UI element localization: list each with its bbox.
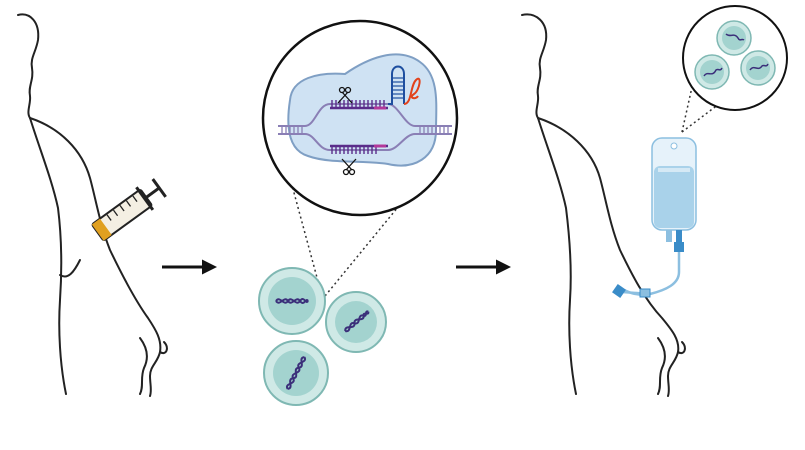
- syringe-icon: [91, 178, 167, 241]
- iv-bag-icon: [651, 137, 697, 252]
- cell-icon: [740, 50, 776, 86]
- infused-cells: [694, 20, 776, 90]
- arm-syringe-icon: [17, 13, 168, 397]
- cell-icon: [263, 340, 329, 406]
- cell-icon: [716, 20, 752, 56]
- guide-rna-icon: [388, 65, 421, 105]
- zoom-lines: [289, 177, 413, 297]
- scissors-icon: [337, 86, 357, 176]
- cell-icon: [694, 54, 730, 90]
- arm-iv-infusion-icon: [521, 13, 686, 397]
- edited-cells: [258, 267, 387, 406]
- cell-icon: [258, 267, 326, 335]
- cell-icon: [325, 291, 387, 353]
- iv-connector-icon: [612, 284, 651, 298]
- crispr-cas-editing-icon: [278, 53, 452, 176]
